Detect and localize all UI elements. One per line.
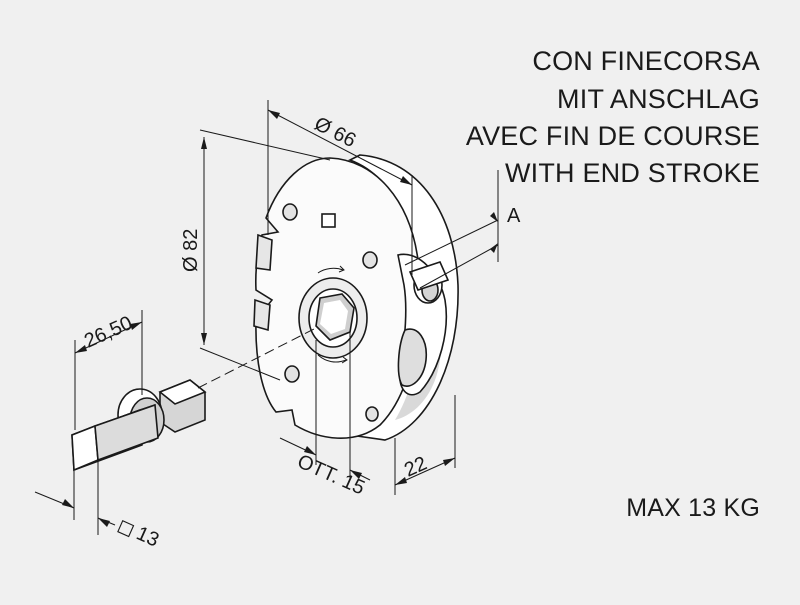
dim-square-13: ◻ 13: [34, 460, 162, 552]
dim-66-label: Ø 66: [311, 113, 360, 152]
dim-22-label: 22: [401, 452, 430, 481]
header-line-1: CON FINECORSA: [532, 46, 760, 76]
dim-82-label: Ø 82: [180, 229, 202, 272]
callout-a: A: [404, 170, 521, 289]
dim-26-50-label: 26,50: [81, 312, 136, 352]
adapter-disc: [253, 154, 459, 441]
square-shaft: [71, 379, 207, 472]
header-line-3: AVEC FIN DE COURSE: [465, 121, 760, 151]
header-line-4: WITH END STROKE: [504, 158, 760, 188]
dim-13-label: 13: [133, 522, 162, 551]
dim-hex-label: OTT. 15: [294, 450, 368, 499]
center-axis: [197, 327, 317, 389]
callout-a-label: A: [507, 205, 521, 227]
dim-diameter-82: Ø 82: [180, 129, 331, 381]
header-line-2: MIT ANSCHLAG: [557, 84, 760, 114]
max-load-label: MAX 13 KG: [626, 494, 760, 522]
